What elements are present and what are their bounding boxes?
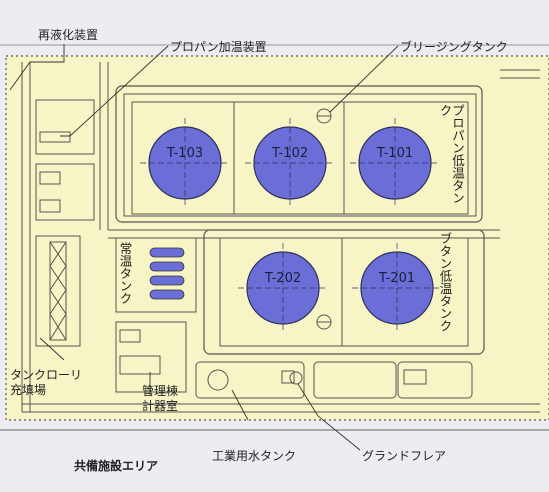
tank-label-T-102: T-102 bbox=[271, 146, 308, 161]
tank-lorry-station bbox=[35, 235, 81, 347]
label-tank-lorry: タンクローリ 充填場 bbox=[10, 368, 82, 398]
water-tank-symbol bbox=[207, 369, 229, 391]
label-water-tank: 工業用水タンク bbox=[212, 449, 297, 463]
label-admin-building: 管理棟 計器室 bbox=[142, 384, 178, 414]
butane-label-line2: タンク bbox=[437, 294, 453, 333]
propane-label-line2: タンク bbox=[437, 104, 466, 204]
propane-heater-building bbox=[35, 163, 95, 221]
utility-block bbox=[195, 361, 305, 399]
tank-label-T-201: T-201 bbox=[378, 271, 415, 286]
propane-dyke-inner bbox=[123, 93, 477, 217]
butane-dyke-inner bbox=[219, 237, 469, 347]
tank-centerlines bbox=[140, 118, 442, 333]
label-freezing-tank: ブリージングタンク bbox=[400, 40, 508, 54]
equipment-unit bbox=[403, 369, 427, 385]
label-propane-lowtemp-tank: プロパン低温タンク bbox=[437, 104, 466, 216]
normal-temp-line2: タンク bbox=[117, 267, 133, 305]
butane-label-line1: ブタン低温 bbox=[437, 232, 453, 295]
normal-temp-line1: 常温 bbox=[117, 242, 133, 267]
tank-label-T-202: T-202 bbox=[264, 271, 301, 286]
label-common-area: 共備施設エリア bbox=[74, 459, 159, 473]
tank-label-T-103: T-103 bbox=[166, 146, 203, 161]
normal-temp-tanks bbox=[149, 247, 185, 300]
tank-label-T-101: T-101 bbox=[376, 146, 413, 161]
tank-lorry-line1: タンクローリ bbox=[10, 368, 83, 382]
equipment-block-1 bbox=[313, 361, 397, 399]
butane-dyke bbox=[203, 229, 485, 355]
normal-temp-block bbox=[115, 237, 197, 313]
reliquefaction-building bbox=[35, 99, 95, 155]
equipment-block-2 bbox=[397, 361, 473, 399]
instrument-room bbox=[119, 355, 161, 375]
admin-building bbox=[115, 321, 187, 393]
label-normal-temp-tank: 常温タンク bbox=[117, 242, 133, 310]
propane-dyke-innermost bbox=[131, 101, 469, 215]
admin-room bbox=[119, 329, 141, 343]
label-propane-heater: プロパン加温装置 bbox=[170, 40, 267, 54]
admin-line2: 計器室 bbox=[142, 399, 179, 413]
propane-label-line1: プロパン低温 bbox=[450, 104, 465, 179]
label-ground-flare: グランドフレア bbox=[362, 449, 447, 463]
admin-line1: 管理棟 bbox=[142, 384, 179, 398]
reliquefaction-unit bbox=[39, 131, 71, 143]
ground-flare-symbol bbox=[289, 371, 303, 385]
callout-lines bbox=[9, 44, 399, 451]
label-butane-lowtemp-tank: ブタン低温タンク bbox=[437, 232, 453, 344]
label-reliquefaction: 再液化装置 bbox=[38, 28, 99, 42]
propane-heater-unit-2 bbox=[39, 199, 61, 213]
flare-housing bbox=[281, 370, 295, 384]
tank-lorry-line2: 充填場 bbox=[10, 383, 47, 397]
propane-dyke bbox=[115, 85, 483, 223]
propane-heater-unit-1 bbox=[39, 171, 61, 185]
